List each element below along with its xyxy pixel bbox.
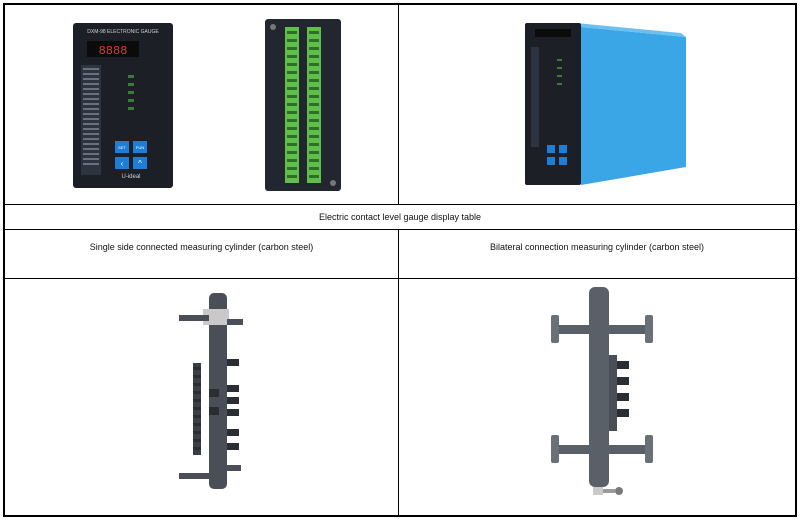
- single-side-cylinder-cell: [4, 278, 399, 516]
- product-table: DXM-98 ELECTRONIC GAUGE 8888 SET FUN ‹: [3, 3, 797, 517]
- bilateral-caption-text: Bilateral connection measuring cylinder …: [489, 242, 705, 252]
- single-side-caption-text: Single side connected measuring cylinder…: [89, 242, 314, 252]
- gauge-front-and-terminal-cell: DXM-98 ELECTRONIC GAUGE 8888 SET FUN ‹: [4, 4, 399, 205]
- svg-text:^: ^: [138, 159, 142, 168]
- gauge-front-panel-image: DXM-98 ELECTRONIC GAUGE 8888 SET FUN ‹: [73, 23, 173, 188]
- bilateral-cylinder-cell: [398, 278, 796, 516]
- panel-header-text: DXM-98 ELECTRONIC GAUGE: [87, 29, 159, 35]
- gauge-terminal-back-image: [265, 19, 341, 191]
- gauge-caption-text: Electric contact level gauge display tab…: [318, 212, 482, 222]
- svg-text:‹: ‹: [121, 159, 124, 168]
- bilateral-caption-cell: Bilateral connection measuring cylinder …: [398, 229, 796, 279]
- bilateral-cylinder-image: [551, 287, 653, 495]
- gauge-enclosure-cell: [398, 4, 796, 205]
- brand-text: U-ideal: [121, 174, 140, 180]
- single-side-cylinder-image: [179, 293, 243, 489]
- gauge-caption-row: Electric contact level gauge display tab…: [4, 204, 796, 230]
- single-side-caption-cell: Single side connected measuring cylinder…: [4, 229, 399, 279]
- panel-display-text: 8888: [99, 44, 128, 58]
- gauge-enclosure-image: [525, 23, 686, 185]
- fun-key-label: FUN: [136, 145, 144, 150]
- set-key-label: SET: [118, 145, 126, 150]
